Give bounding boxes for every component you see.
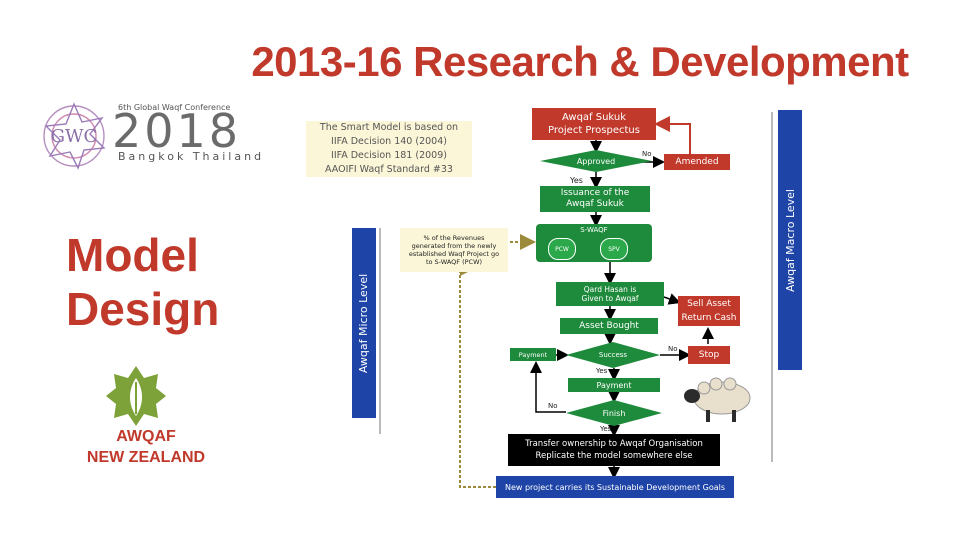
side-title: Model Design bbox=[66, 228, 219, 336]
edge-amended-prospectus bbox=[654, 116, 691, 154]
edge-finish-payment bbox=[530, 361, 566, 413]
node-qard: Qard Hasan is Given to Awqaf bbox=[556, 282, 664, 306]
macro-level-label: Awqaf Macro Level bbox=[783, 188, 797, 292]
side-title-line-2: Design bbox=[66, 283, 220, 335]
node-amended: Amended bbox=[664, 154, 730, 170]
node-approved-diamond bbox=[540, 150, 652, 172]
node-issuance-line: Issuance of the bbox=[560, 188, 630, 198]
smart-model-line: The Smart Model is based on bbox=[319, 122, 459, 133]
edge-label-yes: Yes bbox=[600, 425, 612, 433]
node-approved: Approved bbox=[576, 156, 616, 166]
conference-logo-icon: GWC bbox=[43, 102, 106, 170]
node-qard-line: Given to Awqaf bbox=[581, 294, 639, 303]
node-revenues-line: to S-WAQF (PCW) bbox=[425, 258, 483, 266]
macro-level-bar: Awqaf Macro Level bbox=[778, 110, 802, 370]
smart-model-line: AAOIFI Waqf Standard #33 bbox=[325, 164, 453, 175]
node-transfer-line: Transfer ownership to Awqaf Organisation bbox=[525, 439, 703, 449]
node-sell-line: Return Cash bbox=[681, 313, 737, 323]
node-prospectus: Awqaf Sukuk Project Prospectus bbox=[532, 108, 656, 140]
node-finish: Finish bbox=[602, 408, 626, 418]
node-stop: Stop bbox=[688, 346, 730, 364]
node-issuance-line: Awqaf Sukuk bbox=[566, 199, 624, 209]
conference-city: Bangkok Thailand bbox=[118, 150, 265, 163]
node-finish-diamond bbox=[566, 400, 662, 426]
conference-name: 6th Global Waqf Conference bbox=[118, 103, 231, 112]
side-title-line-1: Model bbox=[66, 229, 199, 281]
node-qard-line: Qard Hasan is bbox=[583, 285, 637, 294]
edge-label-no: No bbox=[642, 150, 652, 158]
edge-label-no: No bbox=[548, 402, 558, 410]
node-payment-left: Payment bbox=[510, 348, 556, 361]
smart-model-note: The Smart Model is based on IIFA Decisio… bbox=[306, 121, 472, 177]
node-sell-line: Sell Asset bbox=[687, 299, 731, 309]
node-prospectus-line: Awqaf Sukuk bbox=[561, 112, 627, 123]
node-success: Success bbox=[598, 351, 628, 359]
micro-level-label: Awqaf Micro Level bbox=[357, 273, 371, 373]
node-spv: SPV bbox=[600, 238, 628, 260]
node-revenues-line: % of the Revenues bbox=[423, 234, 485, 242]
node-issuance: Issuance of the Awqaf Sukuk bbox=[540, 186, 650, 212]
sheep-icon bbox=[684, 377, 751, 422]
node-payment-mid: Payment bbox=[568, 378, 660, 392]
node-new-project: New project carries its Sustainable Deve… bbox=[496, 476, 734, 498]
svg-text:GWC: GWC bbox=[51, 126, 98, 147]
node-revenues-note: % of the Revenues generated from the new… bbox=[400, 228, 508, 272]
edge-label-no: No bbox=[668, 345, 678, 353]
smart-model-line: IIFA Decision 181 (2009) bbox=[331, 150, 447, 161]
node-revenues-line: established Waqf Project go bbox=[408, 250, 500, 258]
node-asset-bought: Asset Bought bbox=[560, 318, 658, 334]
conference-year: 2018 bbox=[112, 104, 242, 158]
smart-model-line: IIFA Decision 140 (2004) bbox=[331, 136, 447, 147]
edge-label-yes: Yes bbox=[596, 367, 608, 375]
node-revenues-line: generated from the newly bbox=[411, 242, 497, 250]
node-transfer: Transfer ownership to Awqaf Organisation… bbox=[508, 434, 720, 466]
node-transfer-line: Replicate the model somewhere else bbox=[535, 451, 693, 461]
node-pcw: PCW bbox=[548, 238, 576, 260]
org-logo-line-2: NEW ZEALAND bbox=[86, 449, 206, 466]
edge-qard-sell bbox=[663, 293, 681, 305]
node-prospectus-line: Project Prospectus bbox=[548, 125, 640, 136]
edge-label-yes: Yes bbox=[570, 176, 583, 185]
awqaf-star-logo-icon bbox=[106, 366, 166, 426]
org-logo-line-1: AWQAF bbox=[116, 428, 176, 445]
edge-newproject-revenues bbox=[459, 260, 496, 488]
micro-level-bar: Awqaf Micro Level bbox=[352, 228, 376, 418]
node-sell: Sell Asset Return Cash bbox=[678, 296, 740, 326]
page-title: 2013-16 Research & Development bbox=[251, 38, 909, 85]
node-success-diamond bbox=[566, 342, 660, 368]
